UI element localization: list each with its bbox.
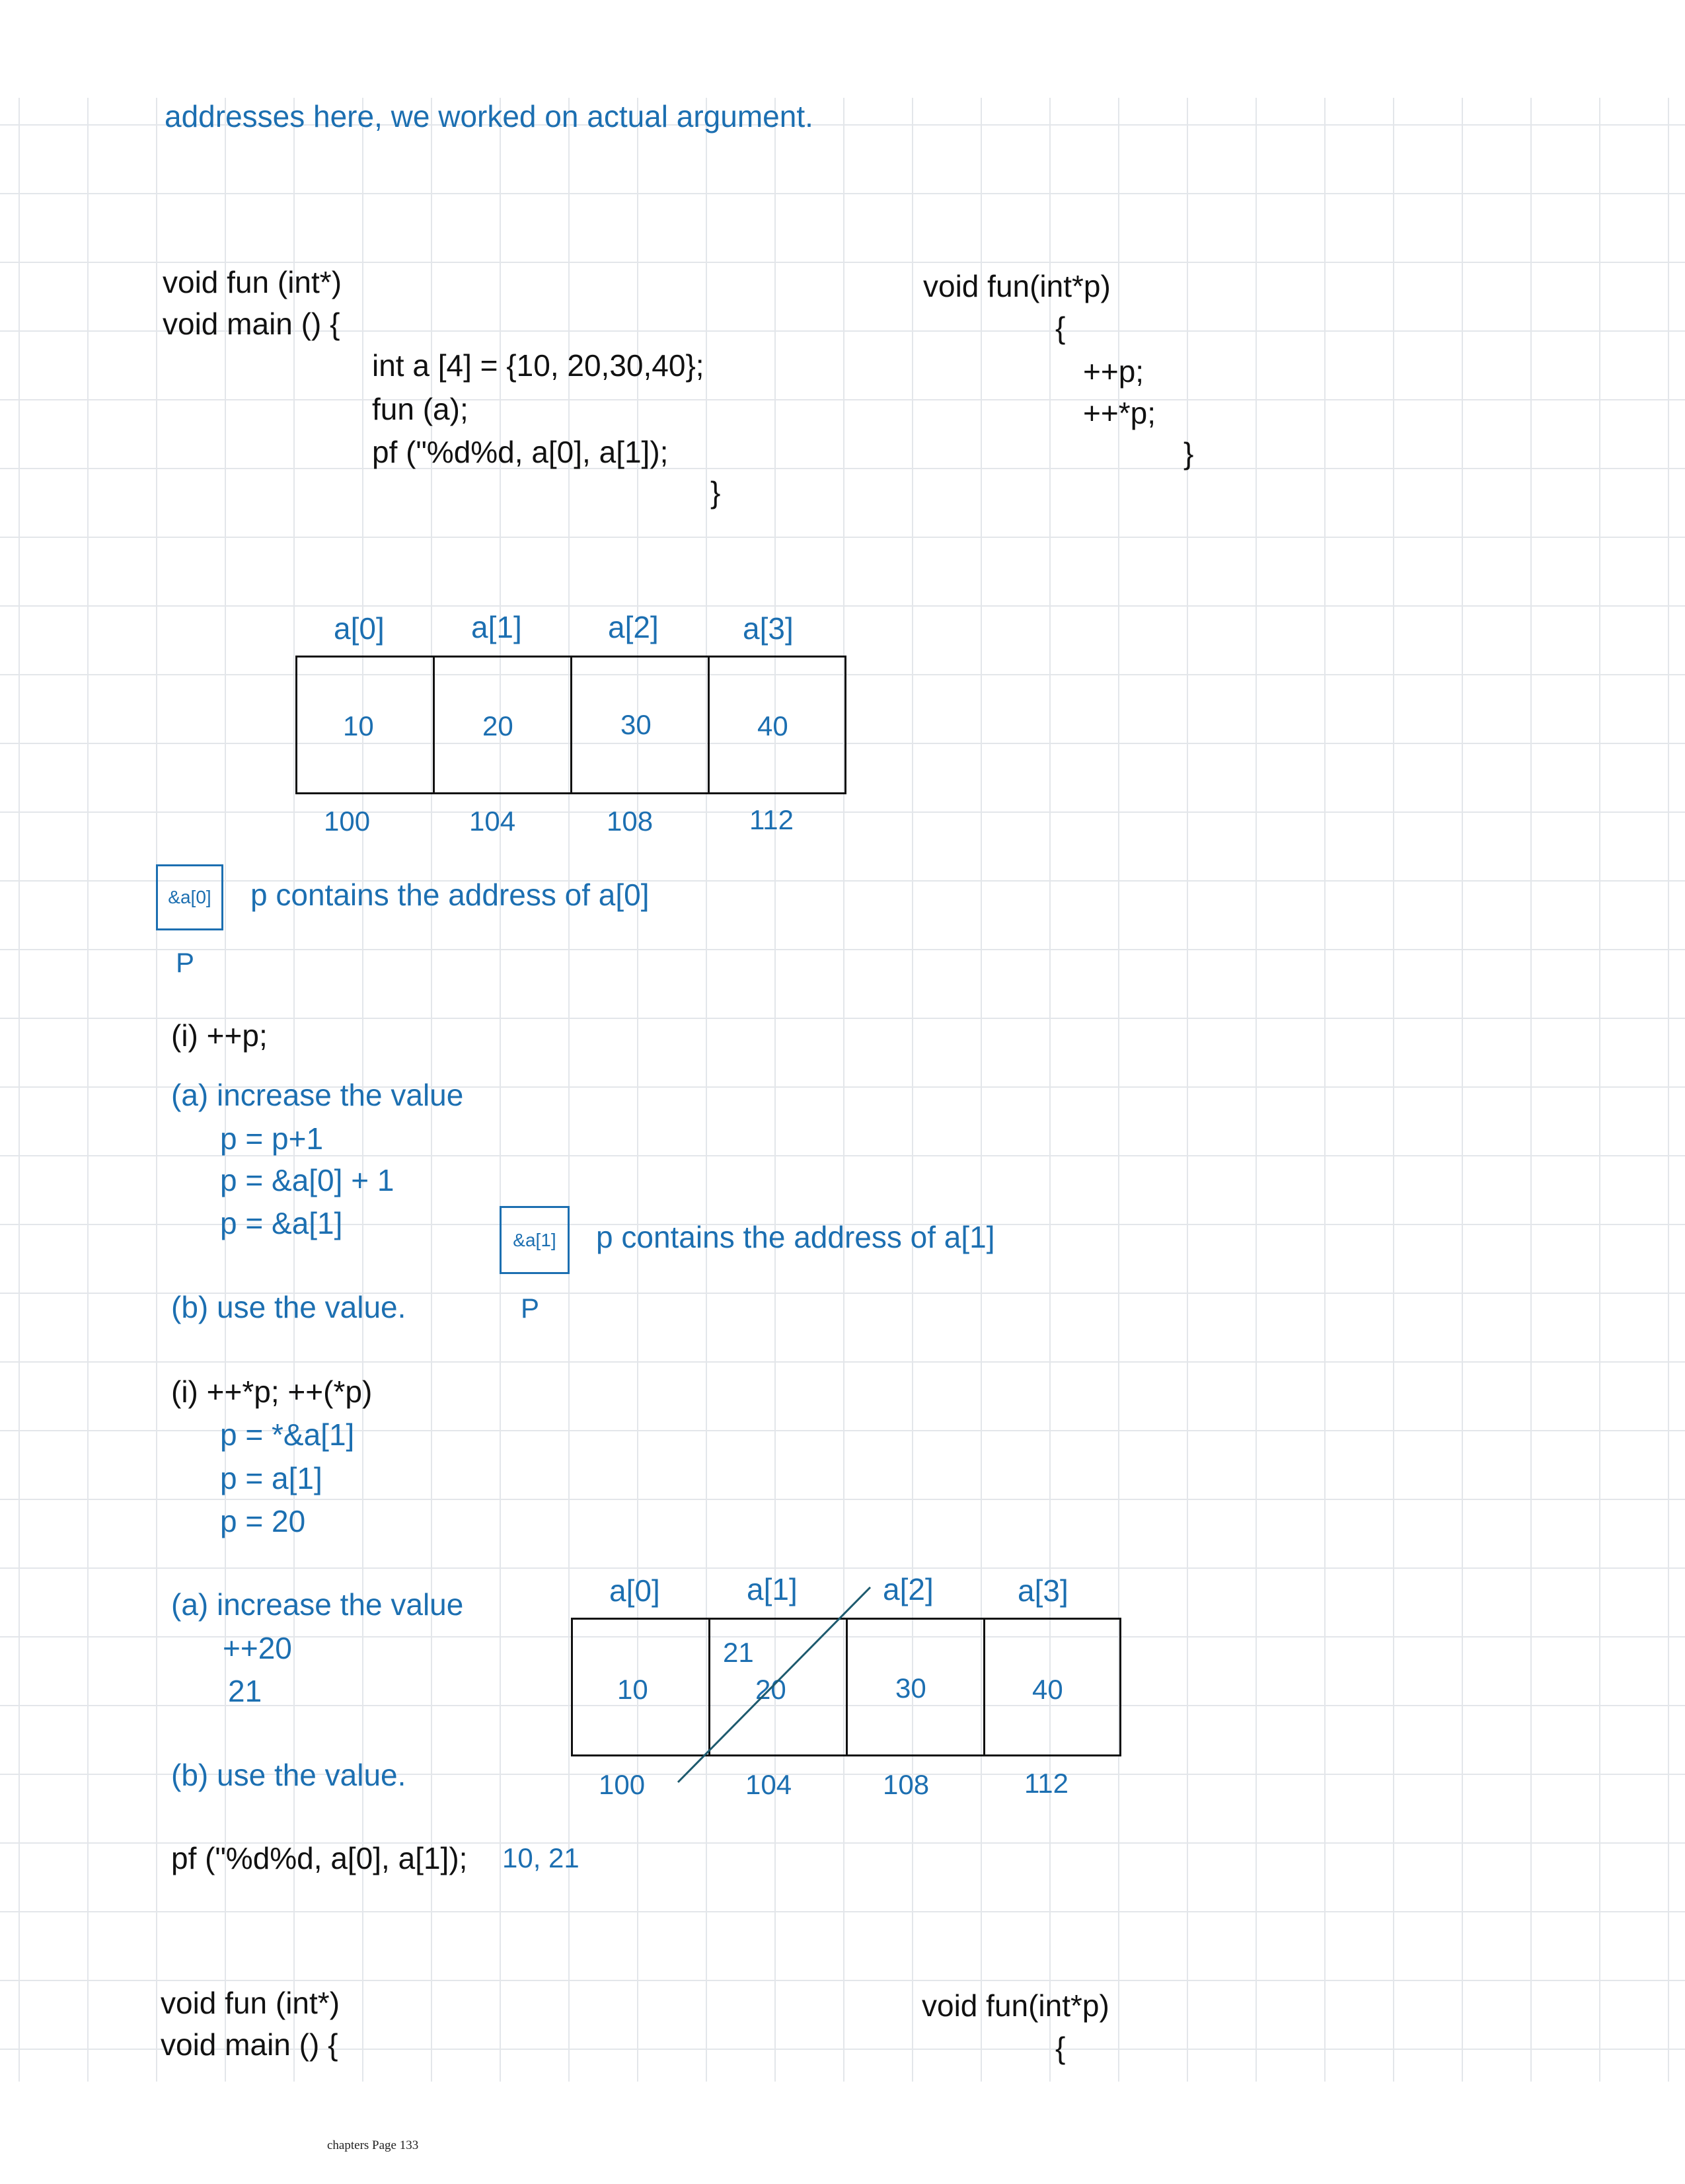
code2-proto: void fun (int*) bbox=[161, 1986, 340, 2020]
array-label: a[2] bbox=[608, 610, 659, 644]
array-label: a[3] bbox=[1018, 1573, 1068, 1608]
step2-a-line: ++20 bbox=[223, 1631, 292, 1665]
step2-line: p = 20 bbox=[220, 1504, 306, 1538]
array-value: 40 bbox=[757, 710, 788, 741]
grid-paper bbox=[0, 98, 1685, 2082]
page-bottom-margin bbox=[0, 2082, 1685, 2184]
step1-title: (i) ++p; bbox=[171, 1018, 268, 1053]
array-value: 30 bbox=[895, 1673, 926, 1704]
array-address: 108 bbox=[607, 806, 654, 837]
step1-a: (a) increase the value bbox=[171, 1078, 464, 1112]
fun-close: } bbox=[1183, 436, 1194, 471]
fun-stmt-1: ++p; bbox=[1083, 354, 1144, 389]
step1-line: p = &a[0] + 1 bbox=[220, 1163, 394, 1197]
array-cell bbox=[708, 656, 846, 794]
array-label: a[3] bbox=[743, 611, 794, 646]
array-label: a[0] bbox=[609, 1573, 660, 1608]
array-label: a[1] bbox=[471, 610, 522, 644]
code-proto: void fun (int*) bbox=[163, 265, 342, 299]
array-address: 100 bbox=[324, 806, 371, 837]
array-address: 100 bbox=[599, 1769, 646, 1800]
step2-b: (b) use the value. bbox=[171, 1758, 406, 1792]
code-print: pf ("%d%d, a[0], a[1]); bbox=[372, 435, 669, 469]
array-value: 30 bbox=[620, 709, 652, 740]
array-value-new: 21 bbox=[723, 1637, 754, 1668]
code-main: void main () { bbox=[163, 307, 340, 341]
array-label: a[2] bbox=[883, 1572, 934, 1606]
array-value: 20 bbox=[482, 710, 513, 741]
step2-a-line: 21 bbox=[228, 1674, 262, 1708]
result-output: 10, 21 bbox=[502, 1842, 580, 1873]
pointer-note: p contains the address of a[0] bbox=[250, 878, 650, 912]
step1-line: p = &a[1] bbox=[220, 1206, 343, 1240]
fun-signature: void fun(int*p) bbox=[923, 269, 1111, 303]
step2-line: p = a[1] bbox=[220, 1461, 322, 1495]
array-value: 10 bbox=[617, 1674, 648, 1705]
step1-b: (b) use the value. bbox=[171, 1290, 406, 1324]
step2-a: (a) increase the value bbox=[171, 1587, 464, 1622]
pointer-name: P bbox=[521, 1293, 540, 1324]
pointer-name: P bbox=[176, 947, 195, 978]
array-label: a[1] bbox=[747, 1572, 798, 1606]
array-address: 104 bbox=[469, 806, 516, 837]
array-address: 112 bbox=[1024, 1768, 1068, 1799]
code2-fun-open: { bbox=[1055, 2031, 1066, 2065]
code-call: fun (a); bbox=[372, 392, 468, 426]
fun-open: { bbox=[1055, 311, 1066, 345]
array-cell bbox=[983, 1618, 1121, 1756]
array-address: 104 bbox=[745, 1769, 792, 1800]
array-value: 10 bbox=[343, 710, 374, 741]
code2-fun-signature: void fun(int*p) bbox=[922, 1988, 1109, 2023]
array-address: 108 bbox=[883, 1769, 930, 1800]
result-code: pf ("%d%d, a[0], a[1]); bbox=[171, 1841, 468, 1875]
intro-note: addresses here, we worked on actual argu… bbox=[165, 99, 813, 133]
array-address: 112 bbox=[749, 804, 794, 835]
code2-main: void main () { bbox=[161, 2027, 338, 2062]
code-close: } bbox=[710, 475, 721, 509]
step1-line: p = p+1 bbox=[220, 1121, 324, 1156]
array-value: 40 bbox=[1032, 1674, 1063, 1705]
step2-title: (i) ++*p; ++(*p) bbox=[171, 1374, 373, 1409]
pointer-note: p contains the address of a[1] bbox=[596, 1220, 995, 1254]
pointer-box: &a[0] bbox=[156, 864, 223, 930]
code-decl: int a [4] = {10, 20,30,40}; bbox=[372, 348, 704, 383]
array-label: a[0] bbox=[334, 611, 385, 646]
page-footer: chapters Page 133 bbox=[327, 2138, 419, 2152]
fun-stmt-2: ++*p; bbox=[1083, 396, 1156, 430]
step2-line: p = *&a[1] bbox=[220, 1417, 355, 1452]
pointer-box: &a[1] bbox=[500, 1206, 570, 1274]
